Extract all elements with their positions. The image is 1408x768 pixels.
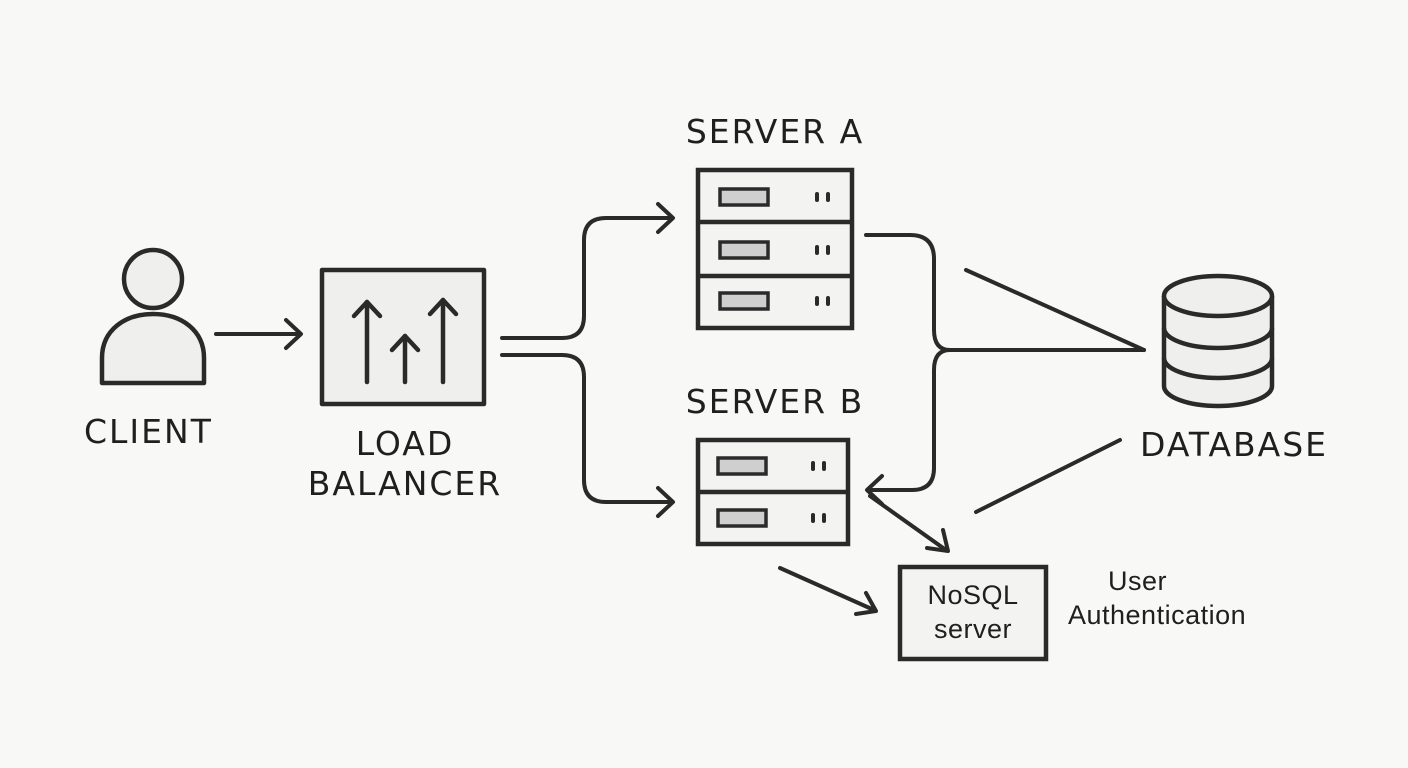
- load-balancer-label-line2: BALANCER: [307, 464, 503, 503]
- lb-to-servers-connectors: [500, 202, 675, 518]
- server-b-rack-icon: [695, 437, 851, 547]
- client-label: CLIENT: [84, 412, 213, 451]
- server-a-rack-icon: [695, 167, 855, 331]
- servers-to-database-connectors: [864, 233, 1146, 514]
- nosql-server-box: [897, 564, 1049, 662]
- database-label: DATABASE: [1140, 425, 1329, 464]
- load-balancer-label-line1: LOAD: [355, 424, 455, 463]
- servers-to-nosql-arrows: [778, 494, 950, 616]
- user-auth-label-line2: Authentication: [1068, 600, 1247, 630]
- client-to-lb-arrow: [214, 318, 303, 350]
- server-a-label: SERVER A: [685, 112, 865, 151]
- nosql-label-line1: NoSQL: [927, 580, 1019, 610]
- load-balancer-arrows-icon: [319, 267, 487, 407]
- server-b-label: SERVER B: [685, 382, 865, 421]
- database-cylinder-icon: [1161, 273, 1275, 409]
- nosql-label-line2: server: [933, 614, 1012, 644]
- user-auth-label-line1: User: [1108, 566, 1168, 596]
- person-icon: [99, 247, 207, 386]
